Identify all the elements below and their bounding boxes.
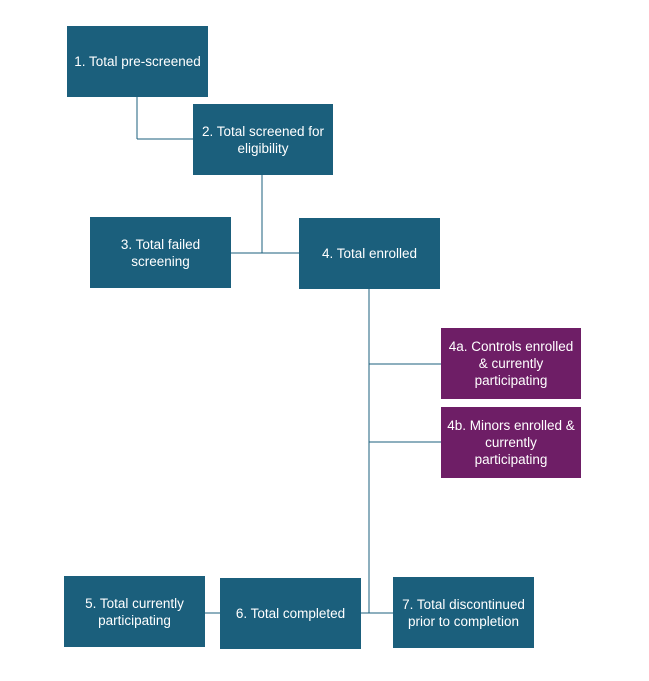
node-minors-enrolled: 4b. Minors enrolled & currently particip… [441,407,581,478]
node-total-failed-screening: 3. Total failed screening [90,217,231,288]
node-label: 4b. Minors enrolled & currently particip… [447,418,575,467]
node-total-discontinued: 7. Total discontinued prior to completio… [393,577,534,648]
node-total-screened-for-eligibility: 2. Total screened for eligibility [193,104,333,175]
node-label: 3. Total failed screening [120,236,201,269]
node-total-completed: 6. Total completed [220,578,361,649]
node-total-pre-screened: 1. Total pre-screened [67,26,208,97]
node-label: 7. Total discontinued prior to completio… [402,596,525,629]
node-total-enrolled: 4. Total enrolled [299,218,440,289]
node-total-currently-participating: 5. Total currently participating [64,576,205,647]
node-controls-enrolled: 4a. Controls enrolled & currently partic… [441,328,581,399]
node-label: 4a. Controls enrolled & currently partic… [448,339,574,388]
node-label: 4. Total enrolled [321,246,418,261]
node-label: 6. Total completed [235,606,346,621]
node-label: 2. Total screened for eligibility [201,123,325,156]
node-label: 5. Total currently participating [85,595,184,628]
node-label: 1. Total pre-screened [74,54,201,69]
